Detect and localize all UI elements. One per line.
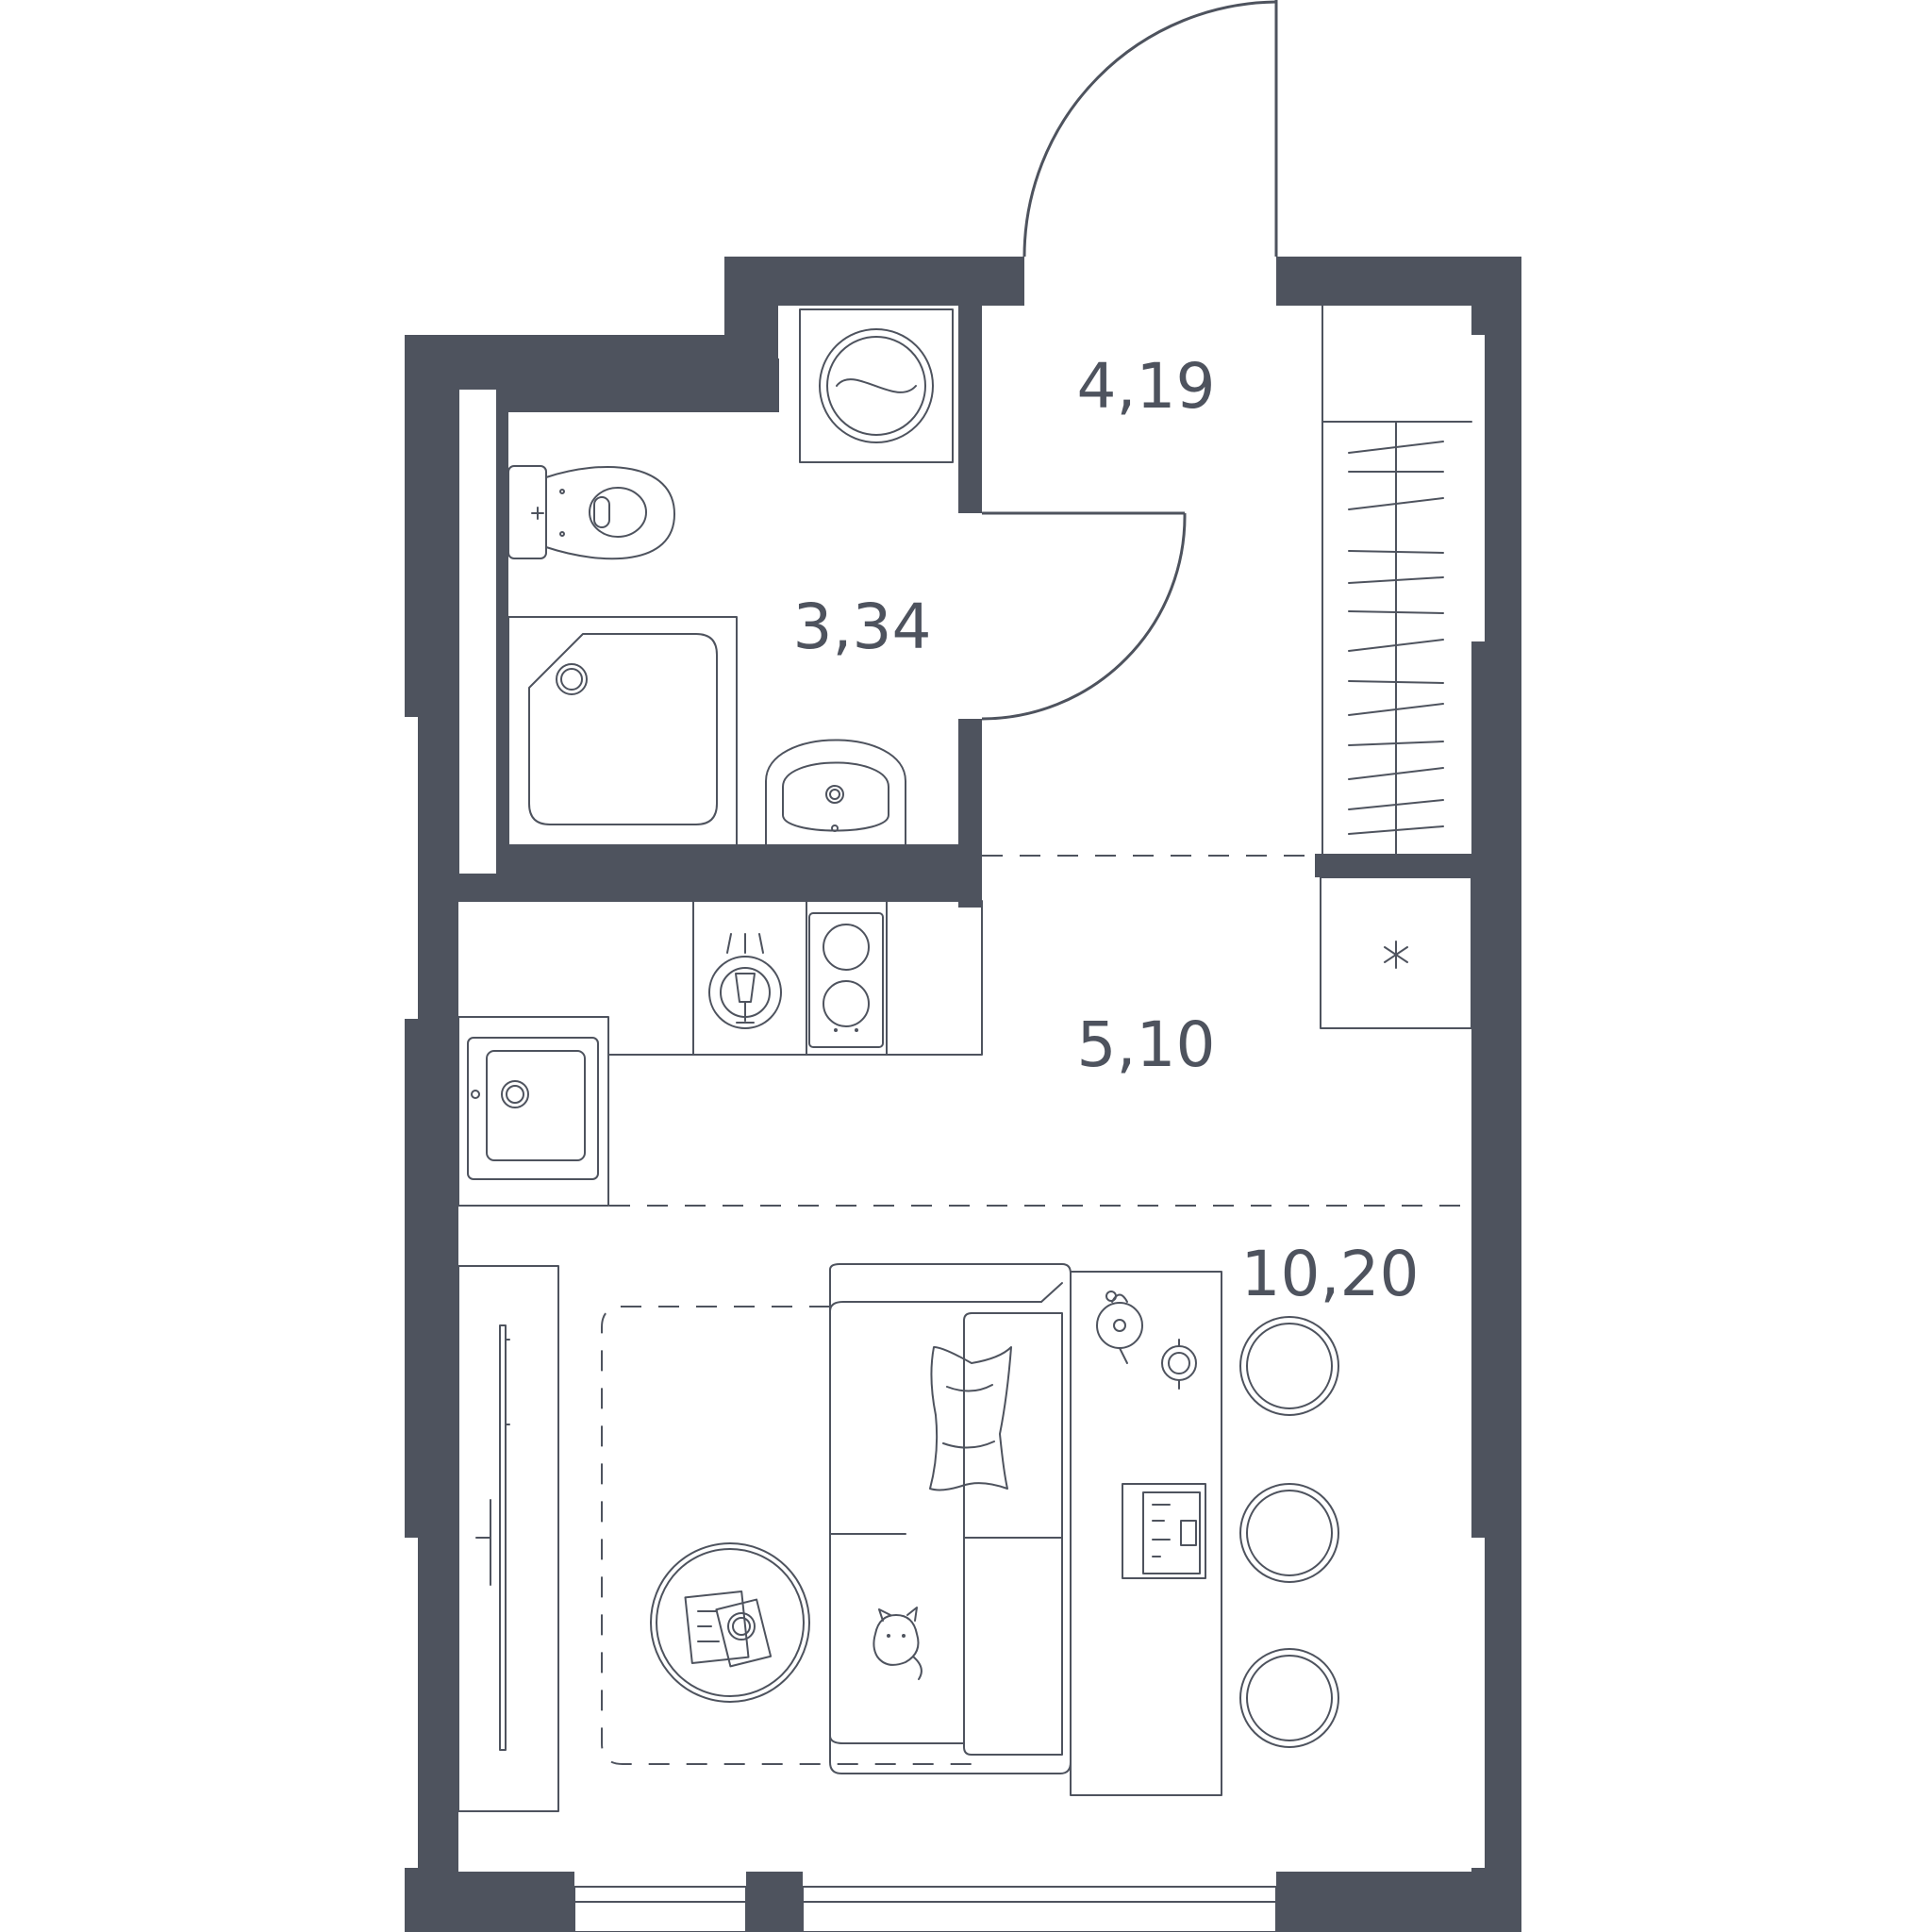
stool-icon <box>1239 1483 1339 1583</box>
wall-top-bath <box>724 257 1024 306</box>
cup-icon <box>1161 1339 1197 1390</box>
window-left <box>457 388 498 875</box>
left-wall-gap <box>405 717 418 1019</box>
shower-tray-icon <box>507 616 738 846</box>
kitchen-counter <box>457 900 983 1207</box>
entrance-door-icon <box>1022 0 1278 258</box>
coffee-machine-icon <box>708 933 782 1029</box>
wardrobe-icon <box>457 1265 559 1812</box>
cooktop-icon <box>808 912 884 1048</box>
hallway-area-label: 4,19 <box>1077 350 1216 423</box>
right-wall-gap-upper <box>1471 335 1485 641</box>
coffee-table-icon <box>650 1542 810 1703</box>
window-bottom-right <box>802 1886 1277 1932</box>
desk-icon <box>1070 1271 1222 1796</box>
wall-bottom-left <box>405 1872 574 1932</box>
bathroom-door-icon <box>981 511 1187 721</box>
left-wall-gap-lower <box>405 1538 418 1868</box>
kitchen-sink-icon <box>467 1037 599 1180</box>
stool-icon <box>1239 1316 1339 1416</box>
wall-bottom-right <box>1276 1872 1521 1932</box>
bathroom-area-label: 3,34 <box>793 591 932 663</box>
living-room-area-label: 10,20 <box>1241 1238 1420 1310</box>
wall-bath-hall-upper <box>958 306 982 513</box>
washbasin-icon <box>765 739 906 845</box>
wall-alcove <box>1315 854 1471 877</box>
right-wall-gap-lower <box>1471 1538 1485 1868</box>
washing-machine-icon <box>799 308 954 463</box>
wall-bath-bottom <box>458 844 982 901</box>
window-bottom-left <box>573 1886 747 1932</box>
stool-icon <box>1239 1648 1339 1748</box>
wall-bath-left <box>497 389 508 860</box>
wardrobe-icon <box>1321 305 1472 855</box>
wall-bottom-mid <box>746 1872 803 1932</box>
wardrobe-hangers <box>1348 441 1444 835</box>
toilet-icon <box>507 465 675 560</box>
kitchen-area-label: 5,10 <box>1077 1008 1216 1081</box>
teapot-icon <box>1096 1291 1143 1364</box>
laptop-icon <box>1122 1483 1206 1579</box>
cat-icon <box>873 1607 922 1680</box>
sofa-icon <box>829 1263 1072 1774</box>
rug <box>601 1306 981 1765</box>
wall-bath-ledge <box>458 358 779 412</box>
fridge-icon <box>1320 876 1472 1029</box>
mirror-icon <box>475 1499 491 1586</box>
